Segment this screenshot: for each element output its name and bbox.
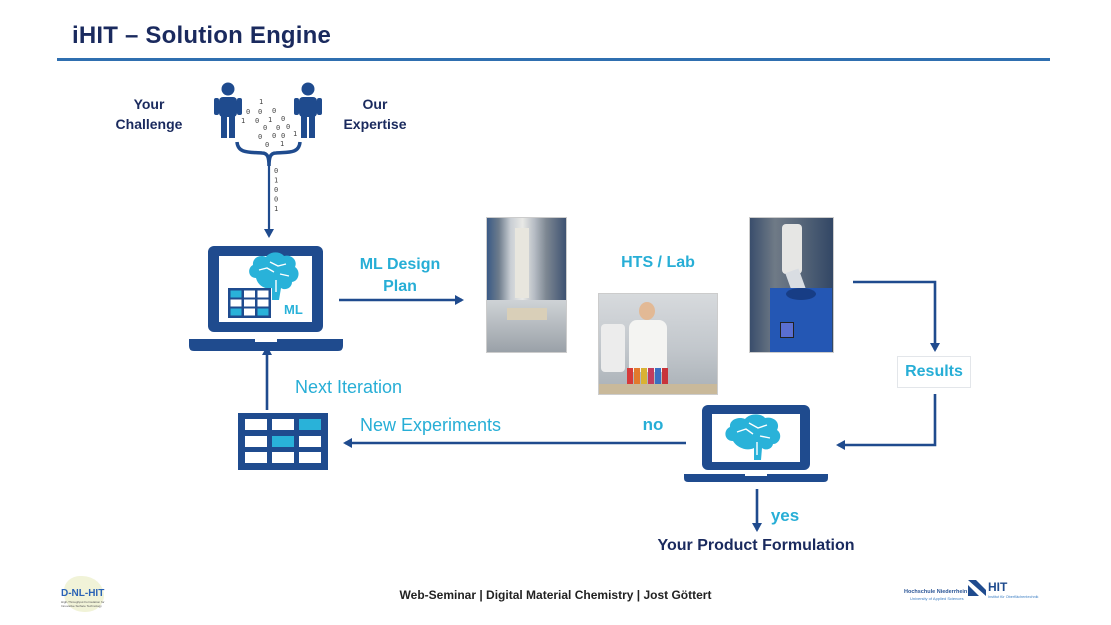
our-expertise-line1: Our xyxy=(362,96,388,112)
product-formulation-label: Your Product Formulation xyxy=(657,537,855,554)
binary-digit: 0 xyxy=(272,107,276,115)
binary-digit: 0 xyxy=(276,124,280,132)
results-to-evaluation-arrow xyxy=(836,394,937,450)
person-left-icon xyxy=(214,82,242,138)
hit-logo-subtitle: Institut für Oberflächentechnik xyxy=(988,595,1039,599)
binary-digit: 0 xyxy=(258,108,262,116)
funnel-curve xyxy=(235,141,302,167)
your-challenge-label: Your Challenge xyxy=(112,94,186,134)
binary-digit: 0 xyxy=(263,124,267,132)
results-box: Results xyxy=(897,356,971,388)
binary-digit: 1 xyxy=(274,205,278,213)
ml-design-line1: ML Design xyxy=(359,256,441,273)
your-challenge-line1: Your xyxy=(133,96,165,112)
no-label: no xyxy=(642,415,664,434)
evaluation-laptop-icon xyxy=(684,405,828,482)
dnlhit-logo-text: D-NL-HIT xyxy=(61,588,105,599)
your-challenge-line2: Challenge xyxy=(115,116,183,132)
ml-badge: ML xyxy=(284,302,303,317)
ml-design-plan-label: ML Design Plan xyxy=(354,254,446,298)
person-right-icon xyxy=(294,82,322,138)
slide-title: iHIT – Solution Engine xyxy=(72,22,332,49)
new-experiments-label: New Experiments xyxy=(360,415,502,435)
to-results-arrow xyxy=(853,280,940,352)
brain-icon xyxy=(725,414,781,460)
binary-digit: 0 xyxy=(281,115,285,123)
binary-digit: 1 xyxy=(274,177,278,185)
binary-digit: 1 xyxy=(268,116,272,124)
title-underline xyxy=(57,58,1050,61)
hts-lab-label: HTS / Lab xyxy=(621,254,695,271)
hit-logo-mark-icon xyxy=(968,580,986,596)
binary-digit: 1 xyxy=(280,140,284,148)
lab-scientist-photo xyxy=(598,293,718,395)
dnlhit-logo: D-NL-HIT High-Throughput Formulation for… xyxy=(58,576,108,612)
binary-digit: 1 xyxy=(241,117,245,125)
hts-robot-photo-right xyxy=(749,217,834,353)
yes-label: yes xyxy=(770,506,800,525)
binary-digit: 0 xyxy=(274,186,278,194)
binary-digit: 0 xyxy=(274,167,278,175)
our-expertise-label: Our Expertise xyxy=(340,94,410,134)
hs-niederrhein-subtitle: University of Applied Sciences xyxy=(910,596,964,601)
binary-digit: 0 xyxy=(258,133,262,141)
hs-niederrhein-name: Hochschule Niederrhein xyxy=(904,589,968,595)
binary-digit: 1 xyxy=(259,98,263,106)
experiments-table-icon xyxy=(238,413,328,470)
hit-logo-text: HIT xyxy=(988,580,1008,594)
dnlhit-logo-subtitle: High-Throughput Formulation for Innovati… xyxy=(61,601,105,608)
ml-laptop-icon xyxy=(189,246,343,351)
next-iteration-label: Next Iteration xyxy=(295,377,403,397)
binary-digit: 0 xyxy=(274,196,278,204)
binary-digit: 0 xyxy=(281,132,285,140)
brain-icon xyxy=(249,252,299,300)
binary-digit: 1 xyxy=(293,130,297,138)
binary-digit: 0 xyxy=(265,141,269,149)
footer-text: Web-Seminar | Digital Material Chemistry… xyxy=(399,588,712,602)
binary-digit: 0 xyxy=(286,123,290,131)
binary-digit: 0 xyxy=(255,117,259,125)
ml-design-line2: Plan xyxy=(383,278,417,295)
binary-digit: 0 xyxy=(246,108,250,116)
binary-digit: 0 xyxy=(272,132,276,140)
our-expertise-line2: Expertise xyxy=(343,116,407,132)
hs-niederrhein-hit-logo: Hochschule Niederrhein University of App… xyxy=(904,580,1044,610)
data-table-icon xyxy=(228,288,271,318)
hts-robot-photo-left xyxy=(486,217,567,353)
